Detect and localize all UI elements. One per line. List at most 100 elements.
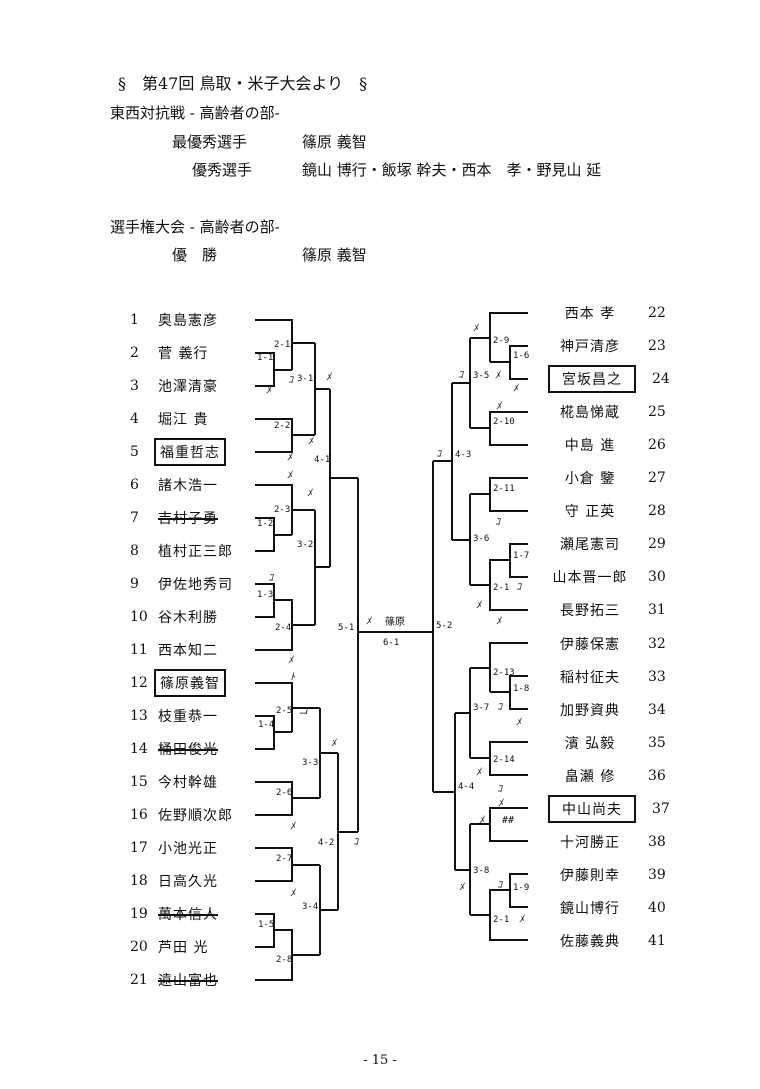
mark: ﾒ [498, 798, 504, 809]
player-name: 桶田俊光 [158, 742, 218, 758]
match-label: 2-8 [276, 955, 292, 965]
player-number: 28 [648, 503, 666, 520]
match-label: 4-4 [458, 782, 474, 792]
final-match-label: 6-1 [383, 638, 399, 648]
mark: ﾒ [326, 372, 332, 383]
match-label: 3-5 [473, 371, 489, 381]
player-name: 今村幹雄 [158, 775, 218, 791]
player-number: 2 [130, 345, 139, 361]
player-name: 西本知二 [158, 643, 218, 659]
player-name: 伊佐地秀司 [158, 577, 233, 593]
player-name: 伊藤則幸 [560, 867, 620, 884]
player-name: 日高久光 [158, 874, 218, 890]
player-name: 中島 進 [564, 438, 616, 455]
player-name: 畠瀬 修 [564, 768, 616, 785]
player-row: 伊藤則幸 39 [548, 862, 698, 888]
match-label: 1-4 [258, 720, 274, 730]
player-name: 谷木利勝 [158, 610, 218, 626]
player-name: 伊藤保憲 [560, 636, 620, 653]
mark: コ [298, 706, 309, 717]
mark: ﾒ [287, 470, 293, 481]
player-number: 31 [648, 602, 666, 619]
final-winner: 篠原 [385, 615, 405, 628]
match-label: 4-1 [314, 455, 330, 465]
match-label: 1-2 [257, 519, 273, 529]
match-label: 3-8 [473, 866, 489, 876]
player-name: 吉村子勇 [158, 511, 218, 527]
player-name: 濱 弘毅 [564, 735, 616, 752]
player-number: 27 [648, 470, 666, 487]
player-name: 植村正三郎 [158, 544, 233, 560]
player-number: 40 [648, 899, 666, 916]
match-label: 1-3 [257, 590, 273, 600]
mark: ｺ [497, 702, 503, 713]
player-name: 福重哲志 [154, 438, 226, 466]
player-name: 瀬尾憲司 [560, 537, 620, 554]
match-label: 3-4 [302, 902, 318, 912]
player-number: 29 [648, 536, 666, 553]
player-name: 中山尚夫 [548, 794, 636, 823]
excellent-names: 鏡山 博行・飯塚 幹夫・西本 孝・野見山 延 [302, 161, 602, 179]
mark: ﾒ [473, 323, 479, 334]
player-name: 遠山富也 [158, 973, 218, 989]
mark: ﾒ [476, 767, 482, 778]
mark: ﾒ [308, 436, 314, 447]
match-label: 2-10 [493, 417, 515, 427]
mark: ｺ [458, 370, 464, 381]
player-number: 6 [130, 477, 139, 493]
player-number: 39 [648, 866, 666, 883]
player-name: 佐野順次郎 [158, 808, 233, 824]
player-number: 20 [130, 939, 148, 955]
player-number: 22 [648, 305, 666, 321]
player-name: 宮坂昌之 [548, 365, 636, 394]
player-row: 瀬尾憲司 29 [548, 531, 698, 557]
player-number: 19 [130, 906, 148, 922]
player-name: 稲村征夫 [560, 669, 620, 686]
player-name: 山本晋一郎 [552, 570, 628, 587]
match-label: 1-8 [513, 684, 529, 694]
player-name: 萬本信人 [158, 907, 218, 923]
match-label: 1-6 [513, 351, 529, 361]
player-name: 小池光正 [158, 841, 218, 857]
mark: ﾒ [290, 888, 296, 899]
player-name: 芦田 光 [158, 940, 209, 956]
match-label: 1-9 [513, 883, 529, 893]
player-number: 8 [130, 543, 139, 559]
player-name: 長野拓三 [560, 603, 620, 620]
mark: ｺ [353, 837, 359, 848]
mark: ﾒ [495, 370, 501, 381]
player-number: 3 [130, 378, 139, 394]
mark: ﾒ [288, 655, 294, 666]
match-label: 2-9 [493, 336, 509, 346]
mark: ## [501, 815, 515, 826]
match-label: 3-6 [473, 534, 489, 544]
mark: ﾒ [479, 815, 485, 826]
mvp-label: 最優秀選手 [172, 133, 248, 151]
player-name: 加野資典 [560, 702, 620, 719]
match-label: 4-2 [318, 838, 334, 848]
mark: ｺ [436, 449, 442, 460]
player-name: 篠原義智 [154, 669, 226, 697]
player-number: 4 [130, 411, 139, 427]
mark: ﾒ [307, 488, 313, 499]
match-label: 2-4 [275, 623, 291, 633]
mark: ﾒ [516, 717, 522, 728]
player-number: 1 [130, 312, 139, 328]
match-label: 2-5 [276, 706, 292, 716]
